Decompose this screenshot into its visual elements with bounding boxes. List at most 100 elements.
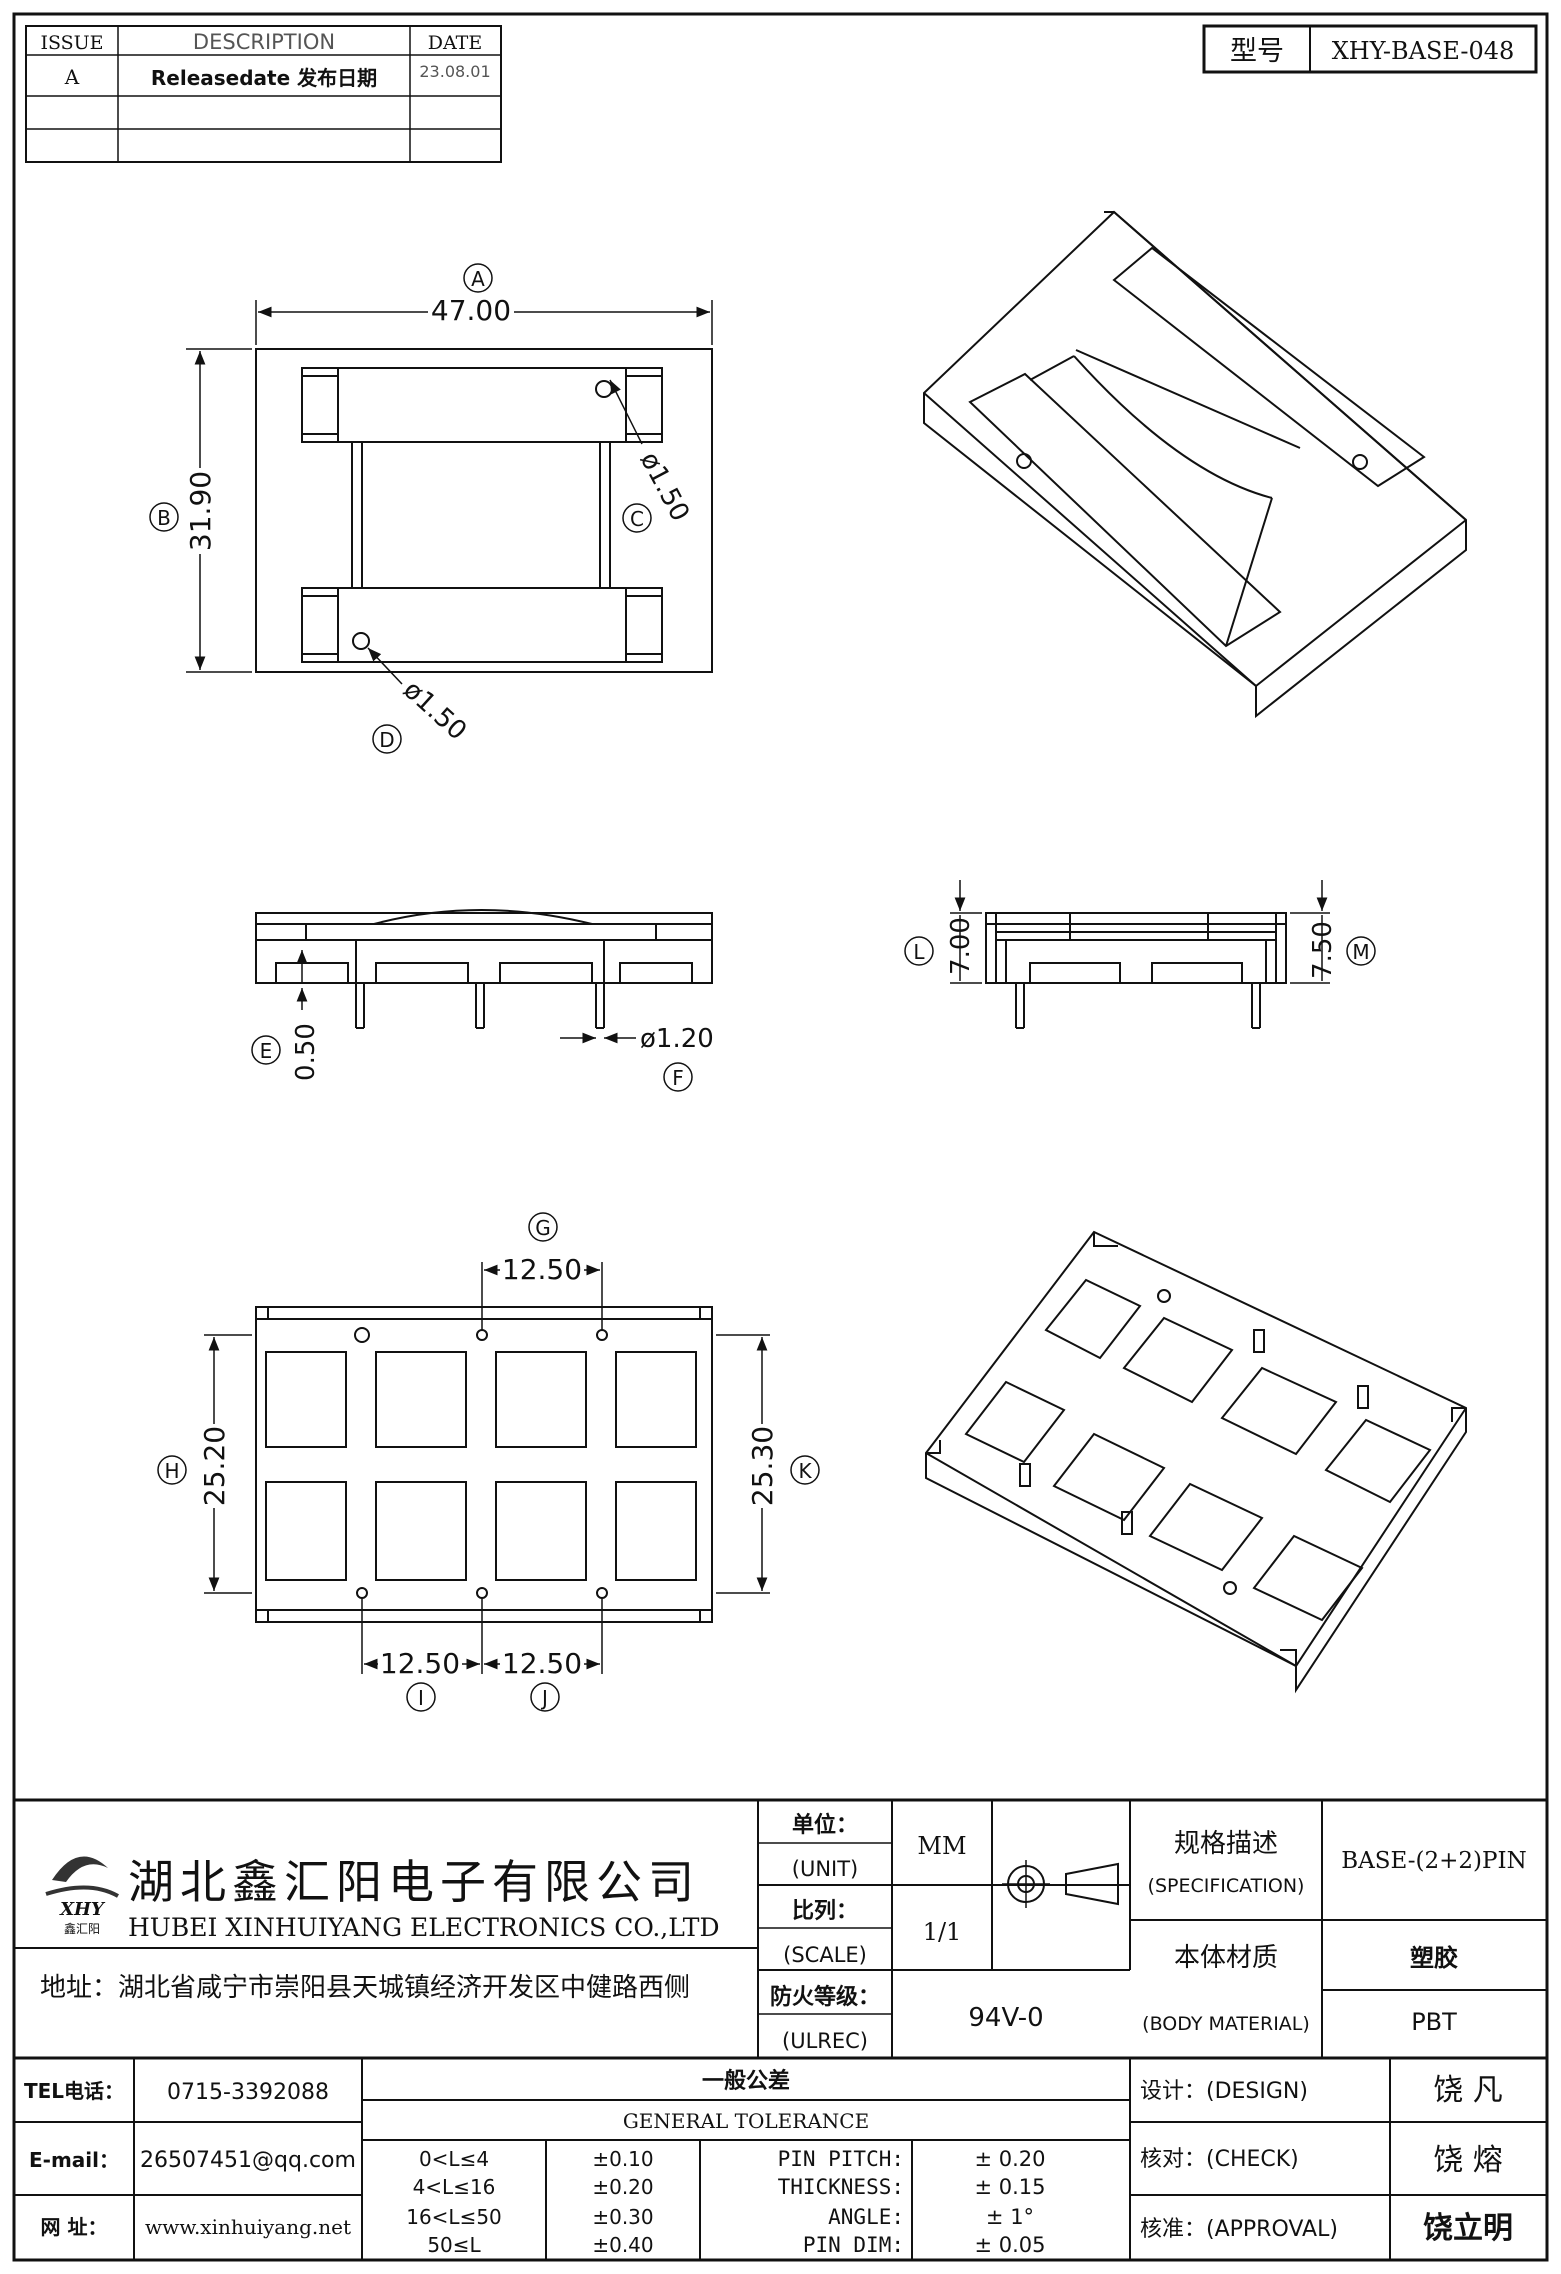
- rev-date: 23.08.01: [419, 62, 490, 81]
- ulrec-value: 94V-0: [968, 2003, 1043, 2033]
- dimension-f: ø1.20 F: [560, 1024, 714, 1092]
- material-label-en: (BODY MATERIAL): [1142, 2013, 1310, 2035]
- rev-header-description: DESCRIPTION: [193, 30, 335, 54]
- approval-name: 饶立明: [1423, 2211, 1513, 2246]
- dimension-j: 12.50 J: [484, 1598, 603, 1712]
- logo-text: XHY: [59, 1899, 106, 1920]
- dim-b-value: 31.90: [184, 471, 217, 551]
- company-logo: XHY 鑫汇阳: [45, 1856, 119, 1936]
- revision-table: ISSUE DESCRIPTION DATE A Releasedate 发布日…: [25, 25, 502, 163]
- tel-value: 0715-3392088: [167, 2080, 329, 2105]
- dim-f-value: ø1.20: [640, 1024, 714, 1054]
- dim-d-value: ø1.50: [397, 675, 472, 747]
- spec-material-block: 规格描述 (SPECIFICATION) BASE-(2+2)PIN 本体材质 …: [1142, 1829, 1527, 2036]
- unit-value: MM: [917, 1832, 966, 1860]
- scale-label-cn: 比列：: [792, 1899, 858, 1924]
- dimension-h: 25.20 H: [157, 1334, 252, 1594]
- company-block: XHY 鑫汇阳 湖北鑫汇阳电子有限公司 HUBEI XINHUIYANG ELE…: [14, 1855, 758, 2003]
- dim-d-label: D: [379, 728, 394, 752]
- isometric-view-top: [923, 210, 1467, 719]
- tol-range-4: 50≤L: [427, 2233, 481, 2257]
- sheet-border: [12, 12, 1549, 2262]
- spec-tol-value-1: ± 0.20: [974, 2147, 1045, 2171]
- email-value: 26507451@qq.com: [140, 2148, 356, 2173]
- dimension-m: 7.50 M: [1290, 880, 1376, 984]
- spec-tol-value-3: ± 1°: [986, 2205, 1034, 2229]
- dim-a-label: A: [471, 267, 485, 291]
- spec-tol-name-3: ANGLE:: [828, 2205, 904, 2229]
- dim-e-label: E: [260, 1039, 273, 1063]
- spec-value: BASE-(2+2)PIN: [1341, 1848, 1526, 1874]
- dim-l-label: L: [913, 940, 925, 964]
- dim-g-value: 12.50: [502, 1253, 582, 1286]
- ulrec-label-en: (ULREC): [782, 2029, 868, 2053]
- spec-label-cn: 规格描述: [1174, 1829, 1278, 1859]
- dim-b-label: B: [157, 506, 171, 530]
- dimension-d: ø1.50 D: [367, 647, 472, 754]
- dim-m-label: M: [1352, 940, 1369, 964]
- bottom-view: [255, 1306, 713, 1623]
- dim-m-value: 7.50: [1308, 921, 1338, 979]
- tol-value-1: ±0.10: [592, 2147, 653, 2171]
- tol-range-1: 0<L≤4: [419, 2147, 489, 2171]
- dimension-i: 12.50 I: [361, 1598, 483, 1712]
- rev-description: Releasedate 发布日期: [151, 66, 377, 90]
- spec-tol-name-1: PIN PITCH:: [778, 2147, 904, 2171]
- check-label: 核对：(CHECK): [1140, 2147, 1299, 2172]
- dimension-l: 7.00 L: [904, 880, 982, 984]
- model-label: 型号: [1230, 36, 1284, 67]
- tol-range-2: 4<L≤16: [413, 2175, 496, 2199]
- dim-g-label: G: [535, 1216, 551, 1240]
- approval-label: 核准：(APPROVAL): [1140, 2217, 1338, 2242]
- unit-label-cn: 单位：: [792, 1812, 858, 1838]
- bottom-strip: [14, 2058, 1547, 2260]
- unit-scale-block: 单位： (UNIT) MM 比列： (SCALE) 1/1 防火等级： (ULR…: [770, 1812, 1044, 2053]
- tol-value-4: ±0.40: [592, 2233, 653, 2257]
- dim-i-label: I: [418, 1686, 424, 1710]
- dim-a-value: 47.00: [431, 294, 511, 327]
- dimension-e: 0.50 E: [251, 950, 321, 1081]
- model-number: XHY-BASE-048: [1332, 37, 1515, 65]
- logo-subtext: 鑫汇阳: [64, 1921, 100, 1936]
- check-name: 饶 熔: [1433, 2143, 1503, 2178]
- web-label: 网 址：: [41, 2215, 108, 2239]
- tolerance-block: 一般公差 GENERAL TOLERANCE 0<L≤4 4<L≤16 16<L…: [406, 2068, 1045, 2257]
- unit-label-en: (UNIT): [792, 1857, 859, 1881]
- tolerance-title-cn: 一般公差: [702, 2068, 790, 2094]
- tel-label: TEL电话：: [24, 2079, 124, 2103]
- dim-k-value: 25.30: [746, 1426, 779, 1506]
- design-name: 饶 凡: [1433, 2073, 1503, 2108]
- front-view: [255, 909, 713, 1029]
- spec-label-en: (SPECIFICATION): [1148, 1875, 1305, 1897]
- dimension-b: 31.90 B: [149, 348, 252, 673]
- title-block: [14, 1798, 1547, 2060]
- scale-label-en: (SCALE): [783, 1943, 867, 1967]
- email-label: E-mail：: [29, 2148, 119, 2172]
- spec-tol-name-2: THICKNESS:: [778, 2175, 904, 2199]
- ulrec-label-cn: 防火等级：: [770, 1984, 880, 2010]
- dim-i-value: 12.50: [380, 1647, 460, 1680]
- top-view: [255, 348, 713, 673]
- rev-issue: A: [64, 65, 80, 89]
- company-name-cn: 湖北鑫汇阳电子有限公司: [128, 1855, 700, 1909]
- material-value-cn: 塑胶: [1410, 1944, 1458, 1972]
- design-label: 设计：(DESIGN): [1140, 2079, 1308, 2104]
- side-view: [985, 912, 1287, 1029]
- company-name-en: HUBEI XINHUIYANG ELECTRONICS CO.,LTD: [128, 1913, 720, 1942]
- rev-header-date: DATE: [428, 32, 482, 54]
- company-address: 地址：湖北省咸宁市崇阳县天城镇经济开发区中健路西侧: [40, 1973, 690, 2003]
- dim-c-label: C: [630, 507, 644, 531]
- dim-f-label: F: [672, 1066, 684, 1090]
- dim-h-label: H: [164, 1459, 179, 1483]
- web-value: www.xinhuiyang.net: [145, 2215, 351, 2239]
- approval-block: 设计：(DESIGN) 饶 凡 核对：(CHECK) 饶 熔 核准：(APPRO…: [1140, 2073, 1513, 2246]
- model-box: 型号 XHY-BASE-048: [1202, 24, 1538, 74]
- tolerance-title-en: GENERAL TOLERANCE: [623, 2109, 869, 2133]
- spec-tol-value-2: ± 0.15: [974, 2175, 1045, 2199]
- dimension-k: 25.30 K: [716, 1334, 820, 1594]
- material-label-cn: 本体材质: [1174, 1943, 1278, 1973]
- contact-block: TEL电话： 0715-3392088 E-mail： 26507451@qq.…: [24, 2079, 356, 2239]
- spec-tol-name-4: PIN DIM:: [803, 2233, 904, 2257]
- dim-j-label: J: [540, 1686, 548, 1710]
